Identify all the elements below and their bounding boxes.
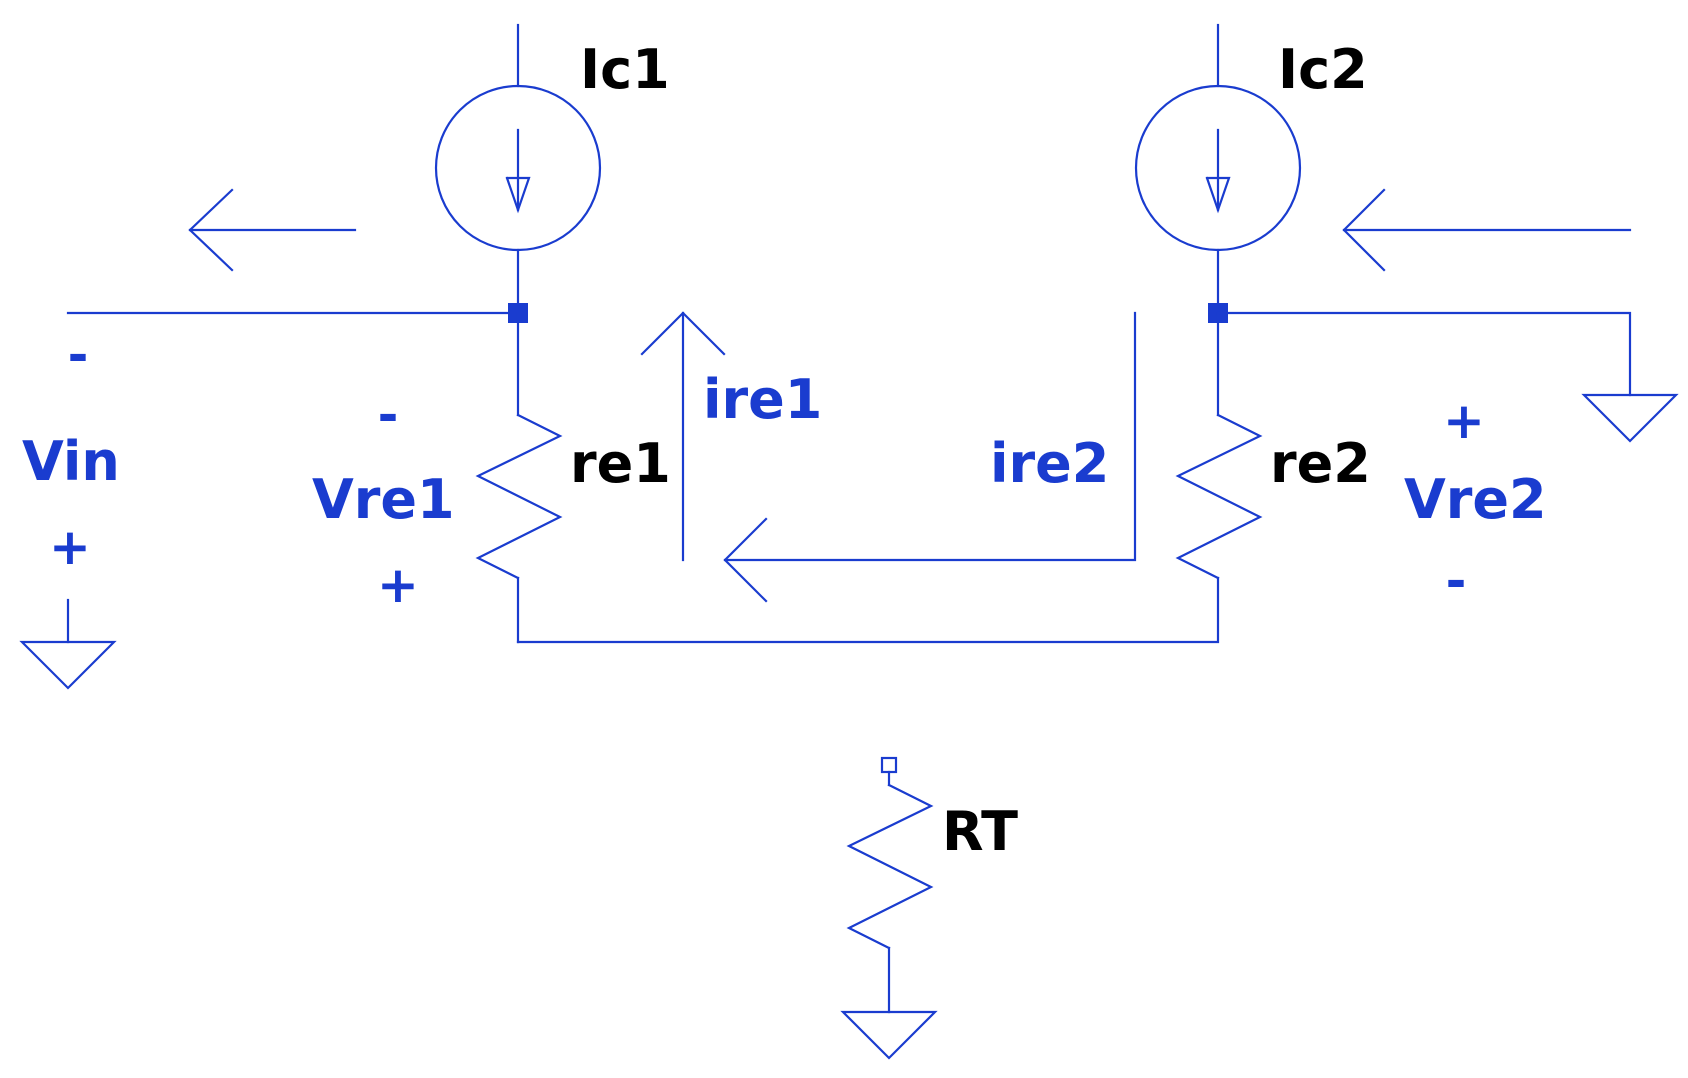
right-ground-wire	[1216, 311, 1632, 397]
vre1-minus-sign: -	[378, 386, 399, 444]
ire1-arrow-icon	[640, 311, 726, 562]
vre2-plus-sign: +	[1443, 392, 1485, 450]
resistor-re2[interactable]	[1175, 311, 1263, 580]
left-arrow-icon	[188, 188, 357, 272]
vre1-plus-sign: +	[377, 556, 419, 614]
re1-label: re1	[570, 432, 671, 495]
ic2-label: Ic2	[1278, 38, 1368, 101]
vre1-label: Vre1	[312, 468, 455, 531]
vin-plus-sign: +	[49, 518, 91, 576]
rt-label: RT	[942, 800, 1018, 863]
ire2-arrow-icon	[723, 311, 1137, 603]
current-source-ic2[interactable]	[1134, 23, 1302, 315]
ground-icon	[840, 1010, 938, 1060]
vre2-label: Vre2	[1404, 468, 1547, 531]
ic1-label: Ic1	[580, 38, 670, 101]
re2-label: re2	[1270, 432, 1371, 495]
right-arrow-icon	[1342, 188, 1632, 272]
vin-minus-sign: -	[68, 326, 89, 384]
ire2-label: ire2	[990, 432, 1109, 495]
vin-label: Vin	[22, 430, 120, 493]
emitter-bus-wire	[516, 576, 1220, 644]
ground-icon	[19, 640, 117, 690]
resistor-re1[interactable]	[475, 311, 563, 644]
ground-icon	[1581, 393, 1679, 443]
current-source-ic1[interactable]	[434, 23, 602, 315]
vre2-minus-sign: -	[1446, 552, 1467, 610]
resistor-rt[interactable]	[846, 756, 934, 1014]
ire1-label: ire1	[703, 368, 822, 431]
